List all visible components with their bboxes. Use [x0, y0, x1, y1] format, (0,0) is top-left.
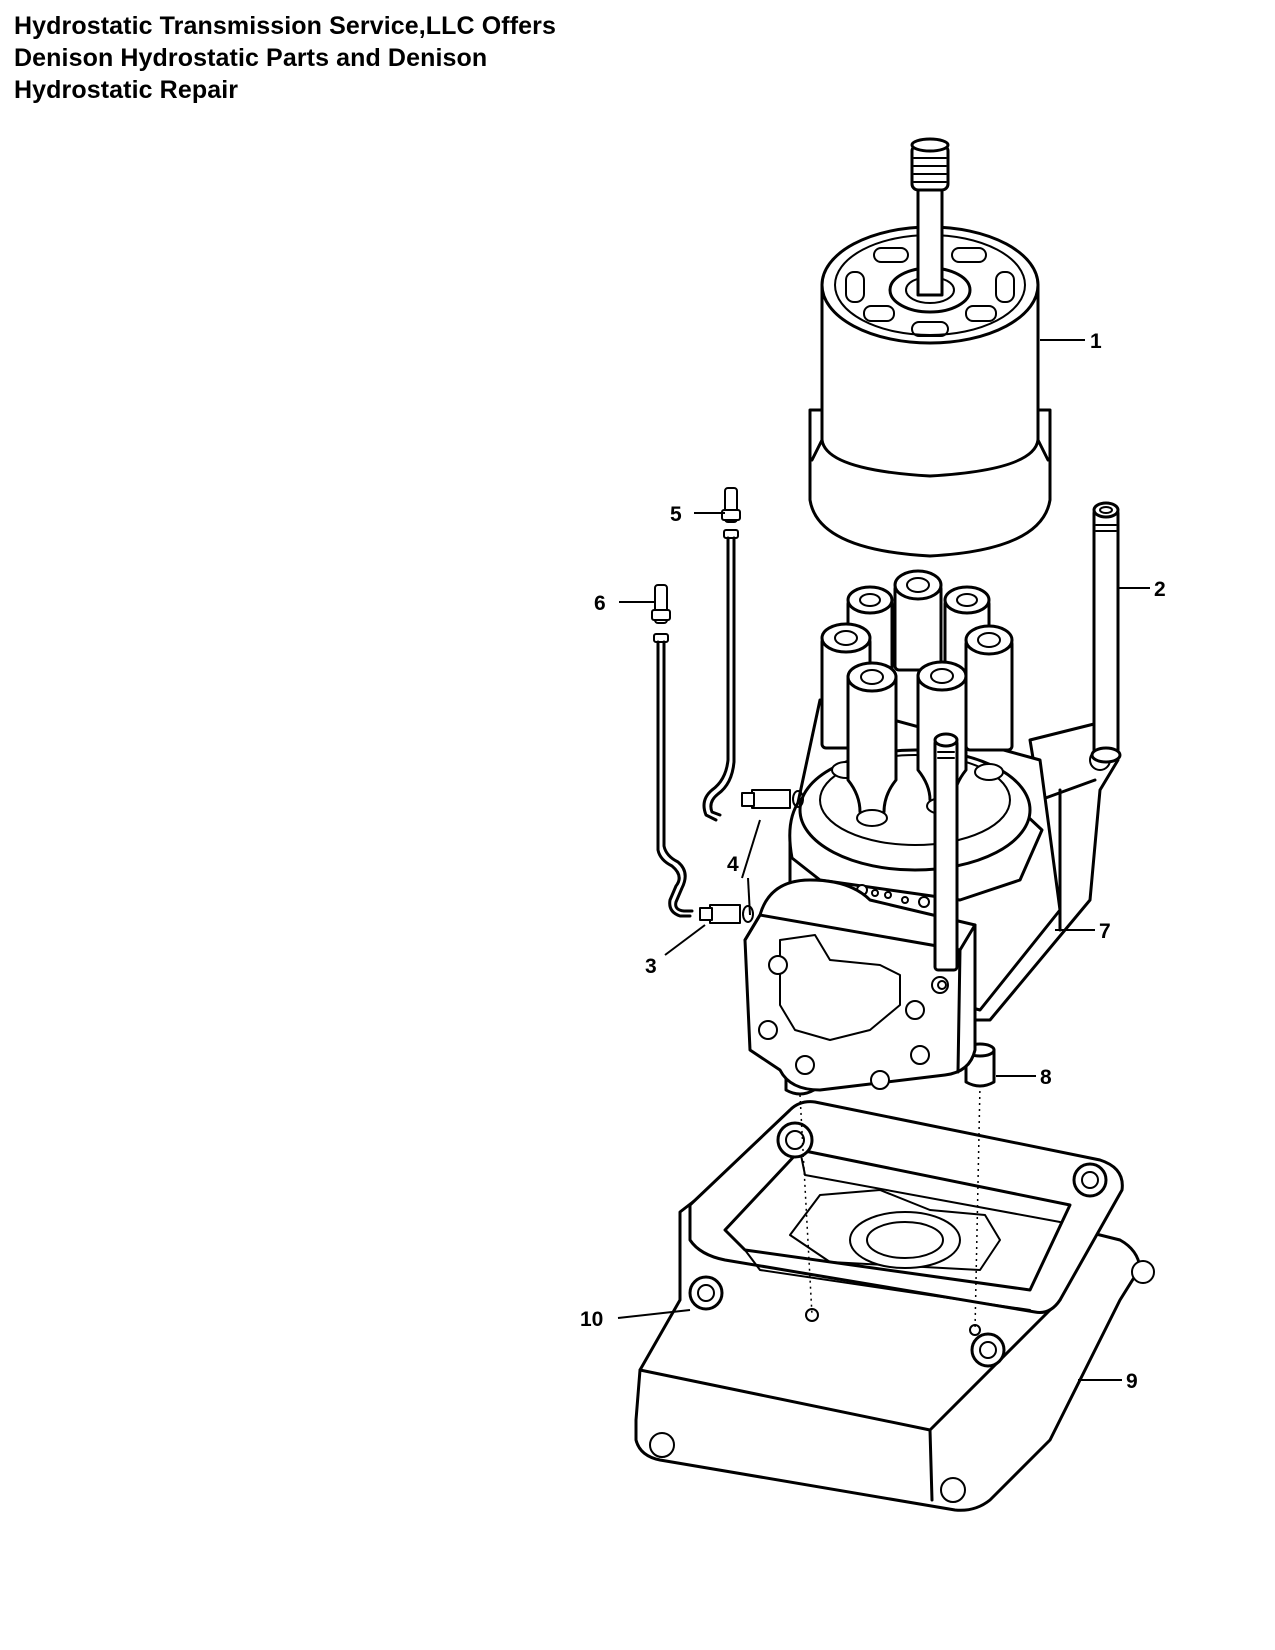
cylinder-barrel: [808, 137, 1052, 558]
pilot-tube-upper: [702, 487, 804, 822]
long-bolt-front: [933, 732, 959, 972]
callout-labels: 1 2 3 4 5 6 7 8 9 10: [580, 330, 1166, 1393]
callout-8: 8: [1040, 1066, 1052, 1089]
dowel-alignment-line-right: [974, 1084, 981, 1331]
title-line-1: Hydrostatic Transmission Service,LLC Off…: [14, 12, 556, 40]
long-bolt: [1090, 501, 1122, 764]
dowel-alignment-line-left: [799, 1094, 813, 1316]
callout-10: 10: [580, 1308, 603, 1331]
callout-9: 9: [1126, 1370, 1138, 1393]
callout-7: 7: [1099, 920, 1111, 943]
callout-4: 4: [727, 853, 739, 876]
leader-lines: [617, 339, 1150, 1381]
pilot-tube-lower: [651, 584, 754, 924]
title-line-3: Hydrostatic Repair: [14, 76, 239, 104]
callout-5: 5: [670, 503, 682, 526]
title-line-2: Denison Hydrostatic Parts and Denison: [14, 44, 488, 72]
piston-set: [820, 569, 1014, 827]
housing-base: [634, 1100, 1155, 1512]
callout-6: 6: [594, 592, 606, 615]
page-title: Hydrostatic Transmission Service,LLC Off…: [14, 10, 556, 106]
callout-3: 3: [645, 955, 657, 978]
callout-1: 1: [1090, 330, 1102, 353]
callout-2: 2: [1154, 578, 1166, 601]
